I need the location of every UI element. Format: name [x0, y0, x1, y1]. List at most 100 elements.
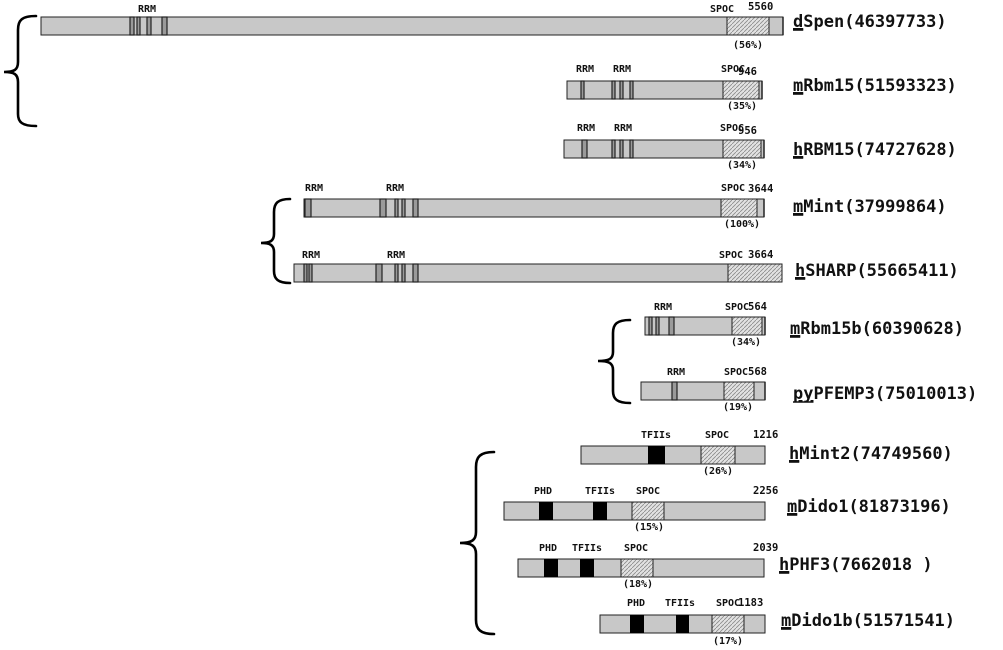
tfiis-domain: [648, 446, 665, 464]
domain-label-rrm: RRM: [577, 123, 595, 134]
protein-name-label: hRBM15(74727628): [793, 140, 957, 160]
protein-name: Mint: [803, 197, 844, 217]
spoc-domain: [620, 558, 654, 578]
species-prefix: h: [795, 261, 805, 281]
accession-number: (51571541): [853, 611, 955, 631]
protein-row-hrbm15: [563, 139, 765, 159]
domain-label-rrm: RRM: [138, 4, 156, 15]
domain-label-phd: PHD: [534, 486, 552, 497]
domain-label-rrm: RRM: [387, 250, 405, 261]
protein-name-label: mRbm15(51593323): [793, 76, 957, 96]
protein-name-label: dSpen(46397733): [793, 12, 947, 32]
protein-name: RBM15: [803, 140, 854, 160]
protein-row-hphf3: [517, 558, 765, 578]
phd-domain: [539, 502, 553, 520]
protein-row-mrbm15b: [644, 316, 766, 336]
species-prefix: h: [779, 555, 789, 575]
domain-label-rrm: RRM: [667, 367, 685, 378]
bracket-spen-rbm15: [3, 14, 38, 128]
protein-row-mdido1: [503, 501, 766, 521]
domain-label-spoc: SPOC: [725, 302, 749, 313]
domain-label-spoc: SPOC: [710, 4, 734, 15]
rrm-domain-marks: [648, 316, 675, 336]
length-label: 2256: [753, 485, 778, 497]
bracket-mint-sharp: [260, 197, 292, 285]
spoc-domain: [723, 381, 755, 401]
protein-row-hsharp: [293, 263, 783, 283]
protein-name-label: pyPFEMP3(75010013): [793, 384, 977, 404]
spoc-domain: [722, 139, 762, 159]
rrm-domain-marks: [580, 80, 634, 100]
rrm-domain-marks: [303, 263, 419, 283]
accession-number: (55665411): [856, 261, 958, 281]
length-label: 1216: [753, 429, 778, 441]
protein-name-label: hMint2(74749560): [789, 444, 953, 464]
tfiis-domain: [676, 615, 689, 633]
percent-identity-label: (34%): [731, 337, 761, 348]
domain-label-spoc: SPOC: [636, 486, 660, 497]
domain-label-rrm: RRM: [302, 250, 320, 261]
domain-label-phd: PHD: [539, 543, 557, 554]
domain-label-tfiis: TFIIs: [641, 430, 671, 441]
species-prefix: d: [793, 12, 803, 32]
phd-domain: [544, 559, 558, 577]
species-prefix: h: [789, 444, 799, 464]
domain-label-tfiis: TFIIs: [665, 598, 695, 609]
rrm-domain-marks: [129, 16, 168, 36]
rrm-domain-marks: [304, 198, 419, 218]
spoc-domain: [700, 445, 736, 465]
percent-identity-label: (100%): [724, 219, 760, 230]
domain-label-tfiis: TFIIs: [585, 486, 615, 497]
bracket-tfiis-group: [459, 450, 496, 636]
percent-identity-label: (34%): [727, 160, 757, 171]
phd-domain: [630, 615, 644, 633]
protein-name: Mint2: [799, 444, 850, 464]
protein-name-label: mRbm15b(60390628): [790, 319, 964, 339]
length-label: 1183: [738, 597, 763, 609]
accession-number: (74727628): [854, 140, 956, 160]
domain-label-rrm: RRM: [654, 302, 672, 313]
domain-label-spoc: SPOC: [624, 543, 648, 554]
accession-number: (46397733): [844, 12, 946, 32]
spoc-domain: [631, 501, 665, 521]
bracket-rbm15b-pfemp3: [597, 318, 632, 405]
domain-label-spoc: SPOC: [721, 183, 745, 194]
protein-name: PFEMP3: [813, 384, 874, 404]
domain-label-spoc: SPOC: [716, 598, 740, 609]
protein-name-label: mDido1(81873196): [787, 497, 951, 517]
protein-name: Rbm15b: [800, 319, 861, 339]
protein-row-dspen: [40, 16, 784, 36]
species-prefix: h: [793, 140, 803, 160]
protein-name-label: hSHARP(55665411): [795, 261, 959, 281]
domain-label-rrm: RRM: [305, 183, 323, 194]
species-prefix: m: [793, 76, 803, 96]
accession-number: (51593323): [854, 76, 956, 96]
protein-name-label: hPHF3(7662018 ): [779, 555, 933, 575]
length-label: 3664: [748, 249, 773, 261]
accession-number: (81873196): [848, 497, 950, 517]
accession-number: (7662018 ): [830, 555, 932, 575]
spoc-domain: [720, 198, 758, 218]
protein-row-mrbm15: [566, 80, 763, 100]
percent-identity-label: (19%): [723, 402, 753, 413]
domain-label-rrm: RRM: [613, 64, 631, 75]
length-label: 3644: [748, 183, 773, 195]
domain-label-rrm: RRM: [386, 183, 404, 194]
accession-number: (74749560): [850, 444, 952, 464]
protein-row-hmint2: [580, 445, 766, 465]
accession-number: (60390628): [862, 319, 964, 339]
rrm-domain-marks: [581, 139, 634, 159]
domain-label-spoc: SPOC: [721, 64, 745, 75]
protein-name-label: mMint(37999864): [793, 197, 947, 217]
species-prefix: m: [787, 497, 797, 517]
percent-identity-label: (56%): [733, 40, 763, 51]
domain-label-rrm: RRM: [614, 123, 632, 134]
protein-row-mdido1b: [599, 614, 766, 634]
protein-name: SHARP: [805, 261, 856, 281]
species-prefix: m: [793, 197, 803, 217]
percent-identity-label: (26%): [703, 466, 733, 477]
domain-label-rrm: RRM: [576, 64, 594, 75]
domain-label-tfiis: TFIIs: [572, 543, 602, 554]
percent-identity-label: (35%): [727, 101, 757, 112]
